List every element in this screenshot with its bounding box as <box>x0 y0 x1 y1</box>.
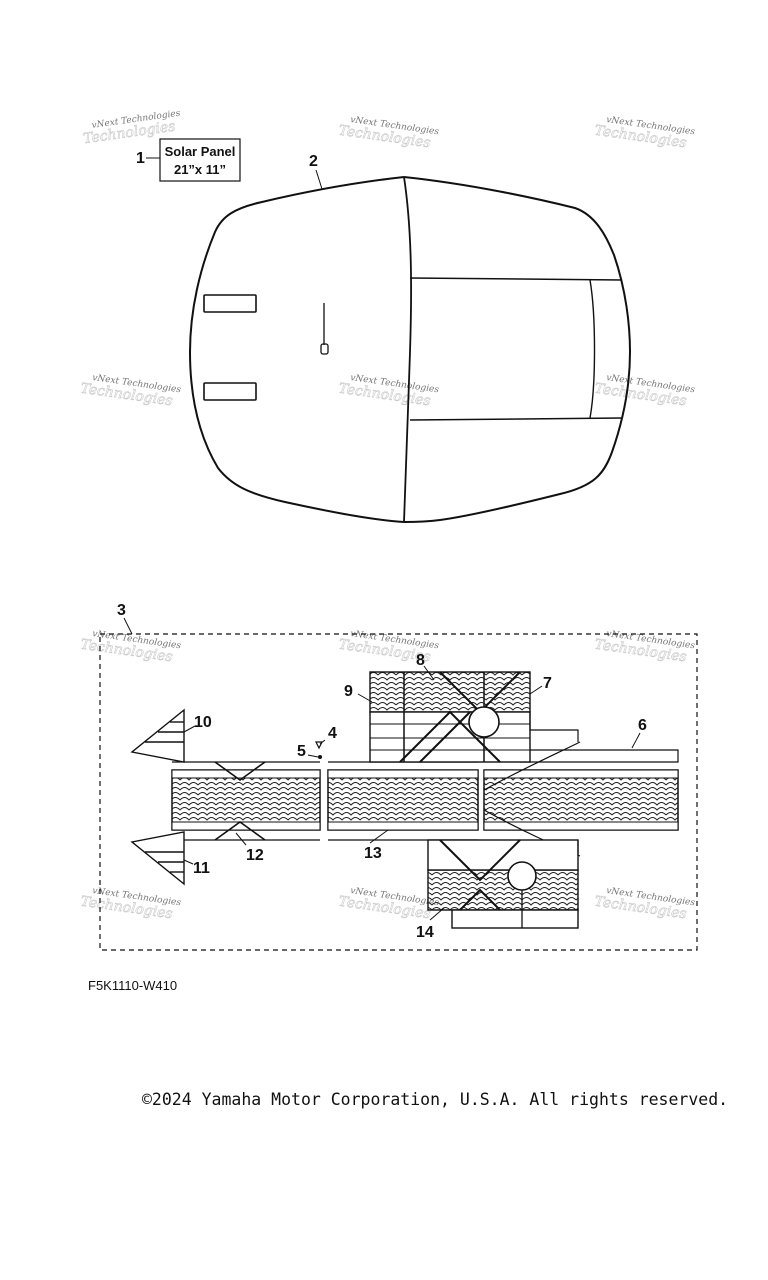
diagram-code: F5K1110-W410 <box>88 978 178 993</box>
callout-11: 11 <box>193 860 210 877</box>
watermark: Technologies vNext Technologies <box>79 886 182 923</box>
solar-panel-label-box: Solar Panel 21”x 11” <box>159 138 241 182</box>
solar-panel-size: 21”x 11” <box>174 162 226 177</box>
decal-lower-cluster <box>427 839 579 929</box>
callout-14: 14 <box>416 924 434 941</box>
watermark: Technologies vNext Technologies <box>337 115 440 152</box>
decal-fin-11 <box>130 831 185 886</box>
callout-10: 10 <box>194 714 212 731</box>
watermark: Technologies vNext Technologies <box>337 886 440 923</box>
callout-12: 12 <box>246 847 264 864</box>
decal-fin-10 <box>130 708 185 763</box>
cover-outline <box>188 176 632 523</box>
decal-stripe-12 <box>171 761 321 841</box>
callout-5: 5 <box>297 743 306 760</box>
watermark: Technologies vNext Technologies <box>593 373 696 410</box>
copyright-notice: ©2024 Yamaha Motor Corporation, U.S.A. A… <box>142 1090 729 1109</box>
watermark: Technologies vNext Technologies <box>593 115 696 152</box>
callout-8: 8 <box>416 652 425 669</box>
callout-7: 7 <box>543 675 552 692</box>
decal-set-frame <box>99 633 698 951</box>
solar-panel-title: Solar Panel <box>165 144 236 159</box>
decal-upper-cluster <box>369 671 579 763</box>
watermark: Technologies vNext Technologies <box>79 373 182 410</box>
callout-3: 3 <box>117 602 126 619</box>
callout-1: 1 <box>136 150 145 167</box>
callout-6: 6 <box>638 717 647 734</box>
watermark: Technologies vNext Technologies <box>337 373 440 410</box>
decal-stripe-13 <box>327 761 479 841</box>
callout-13: 13 <box>364 845 382 862</box>
callout-2: 2 <box>309 153 318 170</box>
decal-stripe-6 <box>483 741 679 857</box>
callout-4: 4 <box>328 725 337 742</box>
callout-9: 9 <box>344 683 353 700</box>
watermark: Technologies vNext Technologies <box>593 886 696 923</box>
